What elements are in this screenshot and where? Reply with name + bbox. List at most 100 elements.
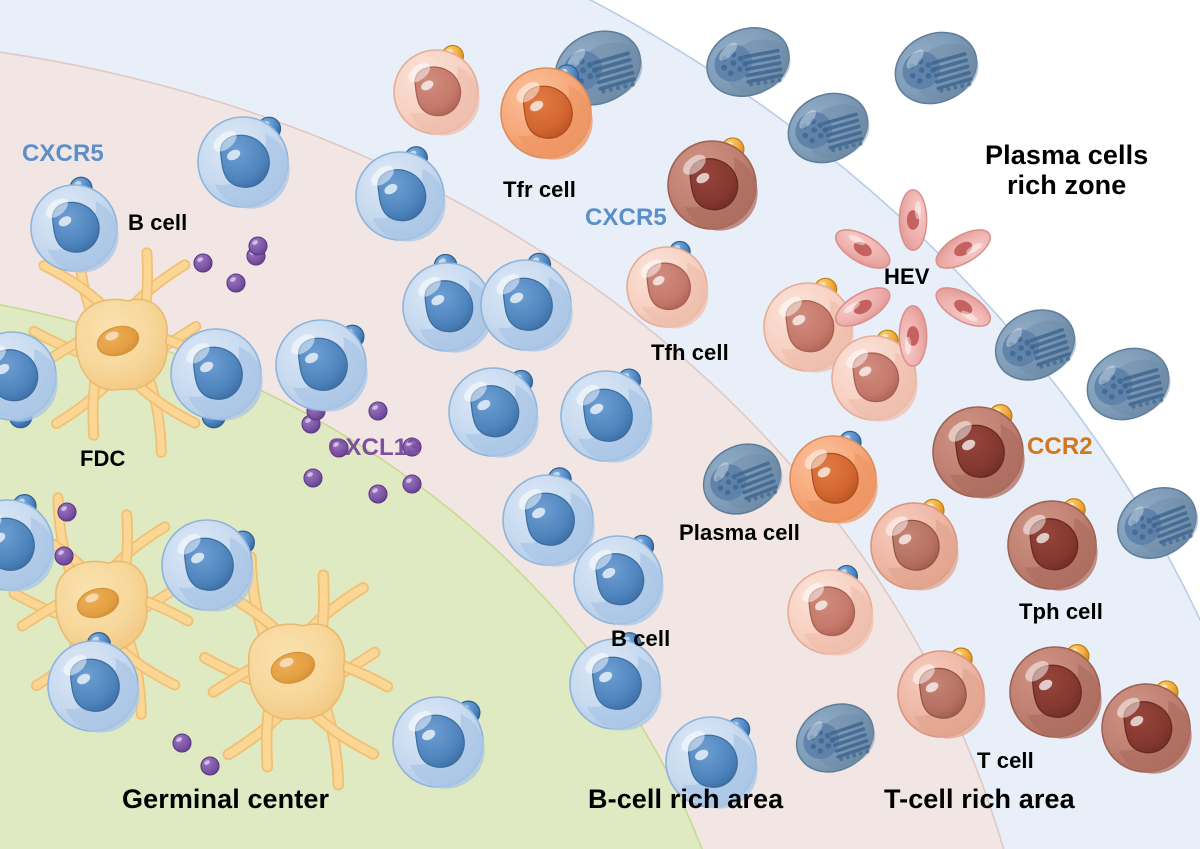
plasma-cell	[706, 27, 791, 97]
tfr-cell	[500, 64, 593, 160]
cell-label-tfr-cell: Tfr cell	[503, 177, 576, 202]
membrane-gloss	[0, 345, 6, 366]
plasma-cell	[702, 443, 783, 515]
b-cell	[560, 368, 653, 463]
nucleus-highlight	[652, 276, 665, 286]
nucleus-highlight	[384, 183, 398, 195]
cxcl13-highlight	[372, 405, 378, 410]
cell-label-fdc: FDC	[80, 446, 126, 471]
hev-cell-gloss	[843, 302, 860, 314]
nucleus-highlight	[815, 600, 828, 611]
membrane-gloss	[1025, 661, 1049, 682]
hev-cell-nucleus	[906, 210, 920, 230]
er-strand-1	[932, 58, 969, 72]
ribosome-2	[844, 144, 849, 149]
cxcl13-dot	[193, 253, 213, 273]
cytoplasm-shading	[590, 552, 664, 626]
cxcl13-highlight	[176, 737, 182, 742]
membrane-gloss	[408, 711, 432, 732]
cytoplasm-shading	[65, 658, 140, 733]
er-strand-3	[596, 70, 635, 85]
er-strand-1	[824, 118, 860, 132]
cxcl13-molecule-5	[368, 401, 388, 421]
membrane-gloss	[408, 63, 431, 83]
nucleus-highlight	[962, 439, 976, 451]
tph-cell	[1009, 644, 1102, 739]
b-cell	[448, 367, 539, 458]
cytoplasm-shading	[578, 388, 653, 463]
ribosome-1	[756, 81, 761, 86]
cytoplasm-shading	[642, 262, 709, 329]
cxcl13-dot	[368, 401, 388, 421]
membrane-gloss	[681, 731, 705, 752]
nucleus-speckle-2	[721, 64, 728, 71]
ribosome-0	[939, 88, 944, 93]
nucleus-speckle-0	[1101, 379, 1107, 386]
nucleus-speckle-5	[1017, 355, 1023, 362]
cxcl13-highlight	[305, 418, 311, 423]
nucleus-speckle-6	[825, 743, 832, 749]
er-strand-3	[1034, 346, 1070, 361]
nucleus-speckle-5	[817, 748, 823, 754]
nucleus-speckle-2	[1132, 529, 1138, 536]
plasma-zone-line-2: rich zone	[1006, 170, 1127, 201]
ribosome-3	[1152, 399, 1157, 404]
cytoplasm-shading	[1118, 700, 1192, 774]
ribosome-3	[851, 143, 856, 148]
membrane-gloss	[418, 276, 441, 297]
er-strand-4	[1036, 352, 1072, 367]
nucleus-speckle-0	[1008, 341, 1015, 348]
cxcl13-molecule-11	[57, 502, 77, 522]
ribosome-2	[1052, 360, 1057, 365]
cytoplasm-shading	[683, 734, 758, 809]
membrane-gloss	[518, 489, 542, 510]
cxcl13-molecule-13	[172, 733, 192, 753]
hev-cell-gloss	[914, 200, 922, 220]
cxcl13-molecule-1	[226, 273, 246, 293]
zone-label-plasma-cells-rich-zone: Plasma cells rich zone	[985, 140, 1148, 200]
nucleus-speckle-6	[737, 66, 743, 72]
cell-label-tph-cell: Tph cell	[1019, 599, 1103, 624]
cytoplasm-shading	[1024, 517, 1098, 591]
nucleus-highlight	[695, 749, 709, 761]
zone-label-t-cell-rich-area: T-cell rich area	[884, 784, 1075, 814]
b-cell	[355, 146, 446, 242]
b-cell	[502, 467, 595, 567]
cytoplasm-shading	[409, 65, 480, 136]
cytoplasm-shading	[215, 134, 290, 209]
nucleus-highlight	[590, 403, 604, 415]
cxcl13-molecule-0	[193, 253, 213, 273]
ribosome-4	[1066, 356, 1071, 362]
nucleus-highlight	[1039, 679, 1053, 691]
nucleus-speckle-6	[1025, 350, 1031, 356]
cytoplasm-shading	[410, 714, 485, 789]
nucleus-highlight	[792, 314, 806, 326]
ribosome-0	[1131, 404, 1136, 409]
cytoplasm-shading	[887, 519, 959, 591]
nucleus-speckle-4	[824, 732, 831, 739]
b-cell	[170, 328, 263, 429]
nucleus-highlight	[602, 567, 616, 579]
nucleus-speckle-3	[1140, 523, 1147, 530]
membrane-gloss	[63, 655, 87, 676]
er-strand-0	[930, 52, 967, 65]
cytoplasm-shading	[465, 384, 539, 458]
zone-band-germinal-center	[0, 304, 703, 849]
nucleus-speckle-5	[727, 70, 734, 77]
er-strand-3	[1157, 523, 1192, 539]
fdc-nucleus	[96, 325, 140, 357]
follicular-dendritic-cell	[28, 230, 214, 458]
b-cell	[0, 331, 58, 429]
er-strand-0	[592, 51, 631, 65]
b-cell	[0, 493, 55, 592]
cxcl13-dot	[172, 733, 192, 753]
er-strand-4	[1128, 393, 1165, 407]
endoplasmic-reticulum	[1151, 505, 1194, 547]
nucleus-highlight	[599, 671, 613, 683]
er-strand-0	[1122, 368, 1159, 381]
nucleus-highlight	[200, 361, 214, 373]
membrane-gloss	[1023, 514, 1046, 535]
tfh-cell	[626, 240, 709, 329]
ribosome-1	[608, 87, 614, 92]
er-strand-3	[742, 479, 776, 495]
